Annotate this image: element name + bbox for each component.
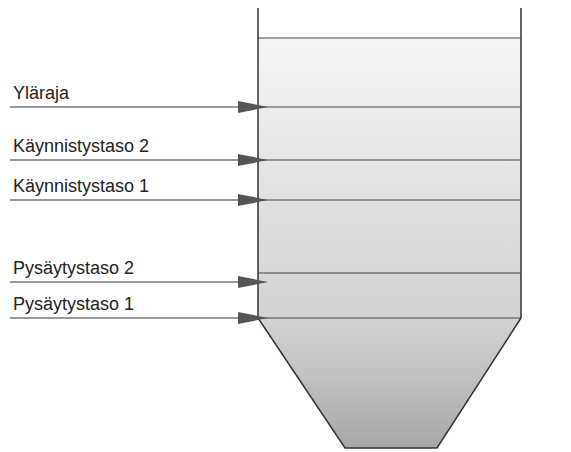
level-label: Käynnistystaso 1: [13, 176, 149, 196]
level-label: Pysäytystaso 2: [13, 258, 134, 278]
level-label: Käynnistystaso 2: [13, 136, 149, 156]
level-label: Yläraja: [13, 83, 69, 103]
level-label: Pysäytystaso 1: [13, 294, 134, 314]
silo-wall: [258, 8, 521, 448]
material-fill: [258, 38, 521, 448]
level-lines: [258, 38, 521, 318]
leader-arrows: [10, 101, 268, 324]
